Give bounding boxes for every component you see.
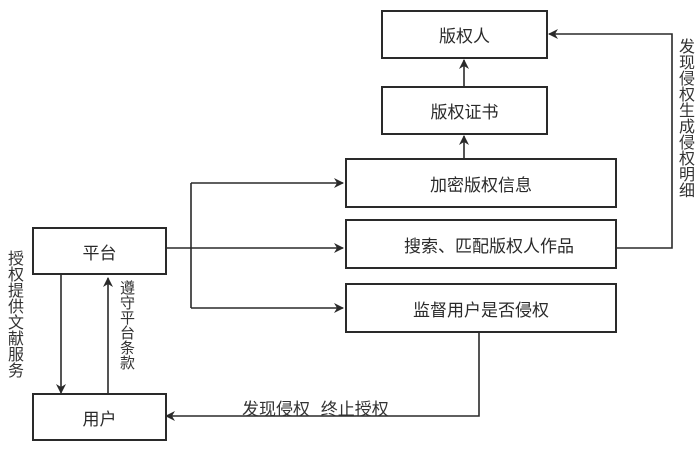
node-label: 版权人 (439, 27, 490, 47)
arrow-monitor-to-user (165, 332, 480, 421)
arrow-search-to-holder (548, 29, 673, 249)
node-platform: 平台 (32, 227, 167, 275)
node-label: 搜索、匹配版权人作品 (404, 236, 574, 257)
node-search-match: 搜索、匹配版权人作品 (345, 219, 617, 269)
label-platform-to-user: 授权提供文献服务 (5, 250, 24, 378)
label-search-to-holder: 发现侵权生成侵权明细 (676, 38, 695, 198)
node-monitor-user: 监督用户是否侵权 (345, 283, 617, 333)
node-encrypt-info: 加密版权信息 (345, 158, 617, 208)
label-user-to-platform: 遵守平台条款 (118, 280, 136, 370)
node-label: 用户 (82, 409, 117, 430)
node-label: 监督用户是否侵权 (413, 300, 549, 321)
label-monitor-to-user: 发现侵权 终止授权 (242, 400, 389, 420)
node-label: 平台 (82, 243, 117, 264)
node-copyright-holder: 版权人 (381, 10, 548, 59)
node-label: 版权证书 (430, 103, 499, 123)
node-copyright-certificate: 版权证书 (381, 86, 548, 135)
node-user: 用户 (32, 393, 167, 441)
node-label: 加密版权信息 (430, 175, 532, 196)
